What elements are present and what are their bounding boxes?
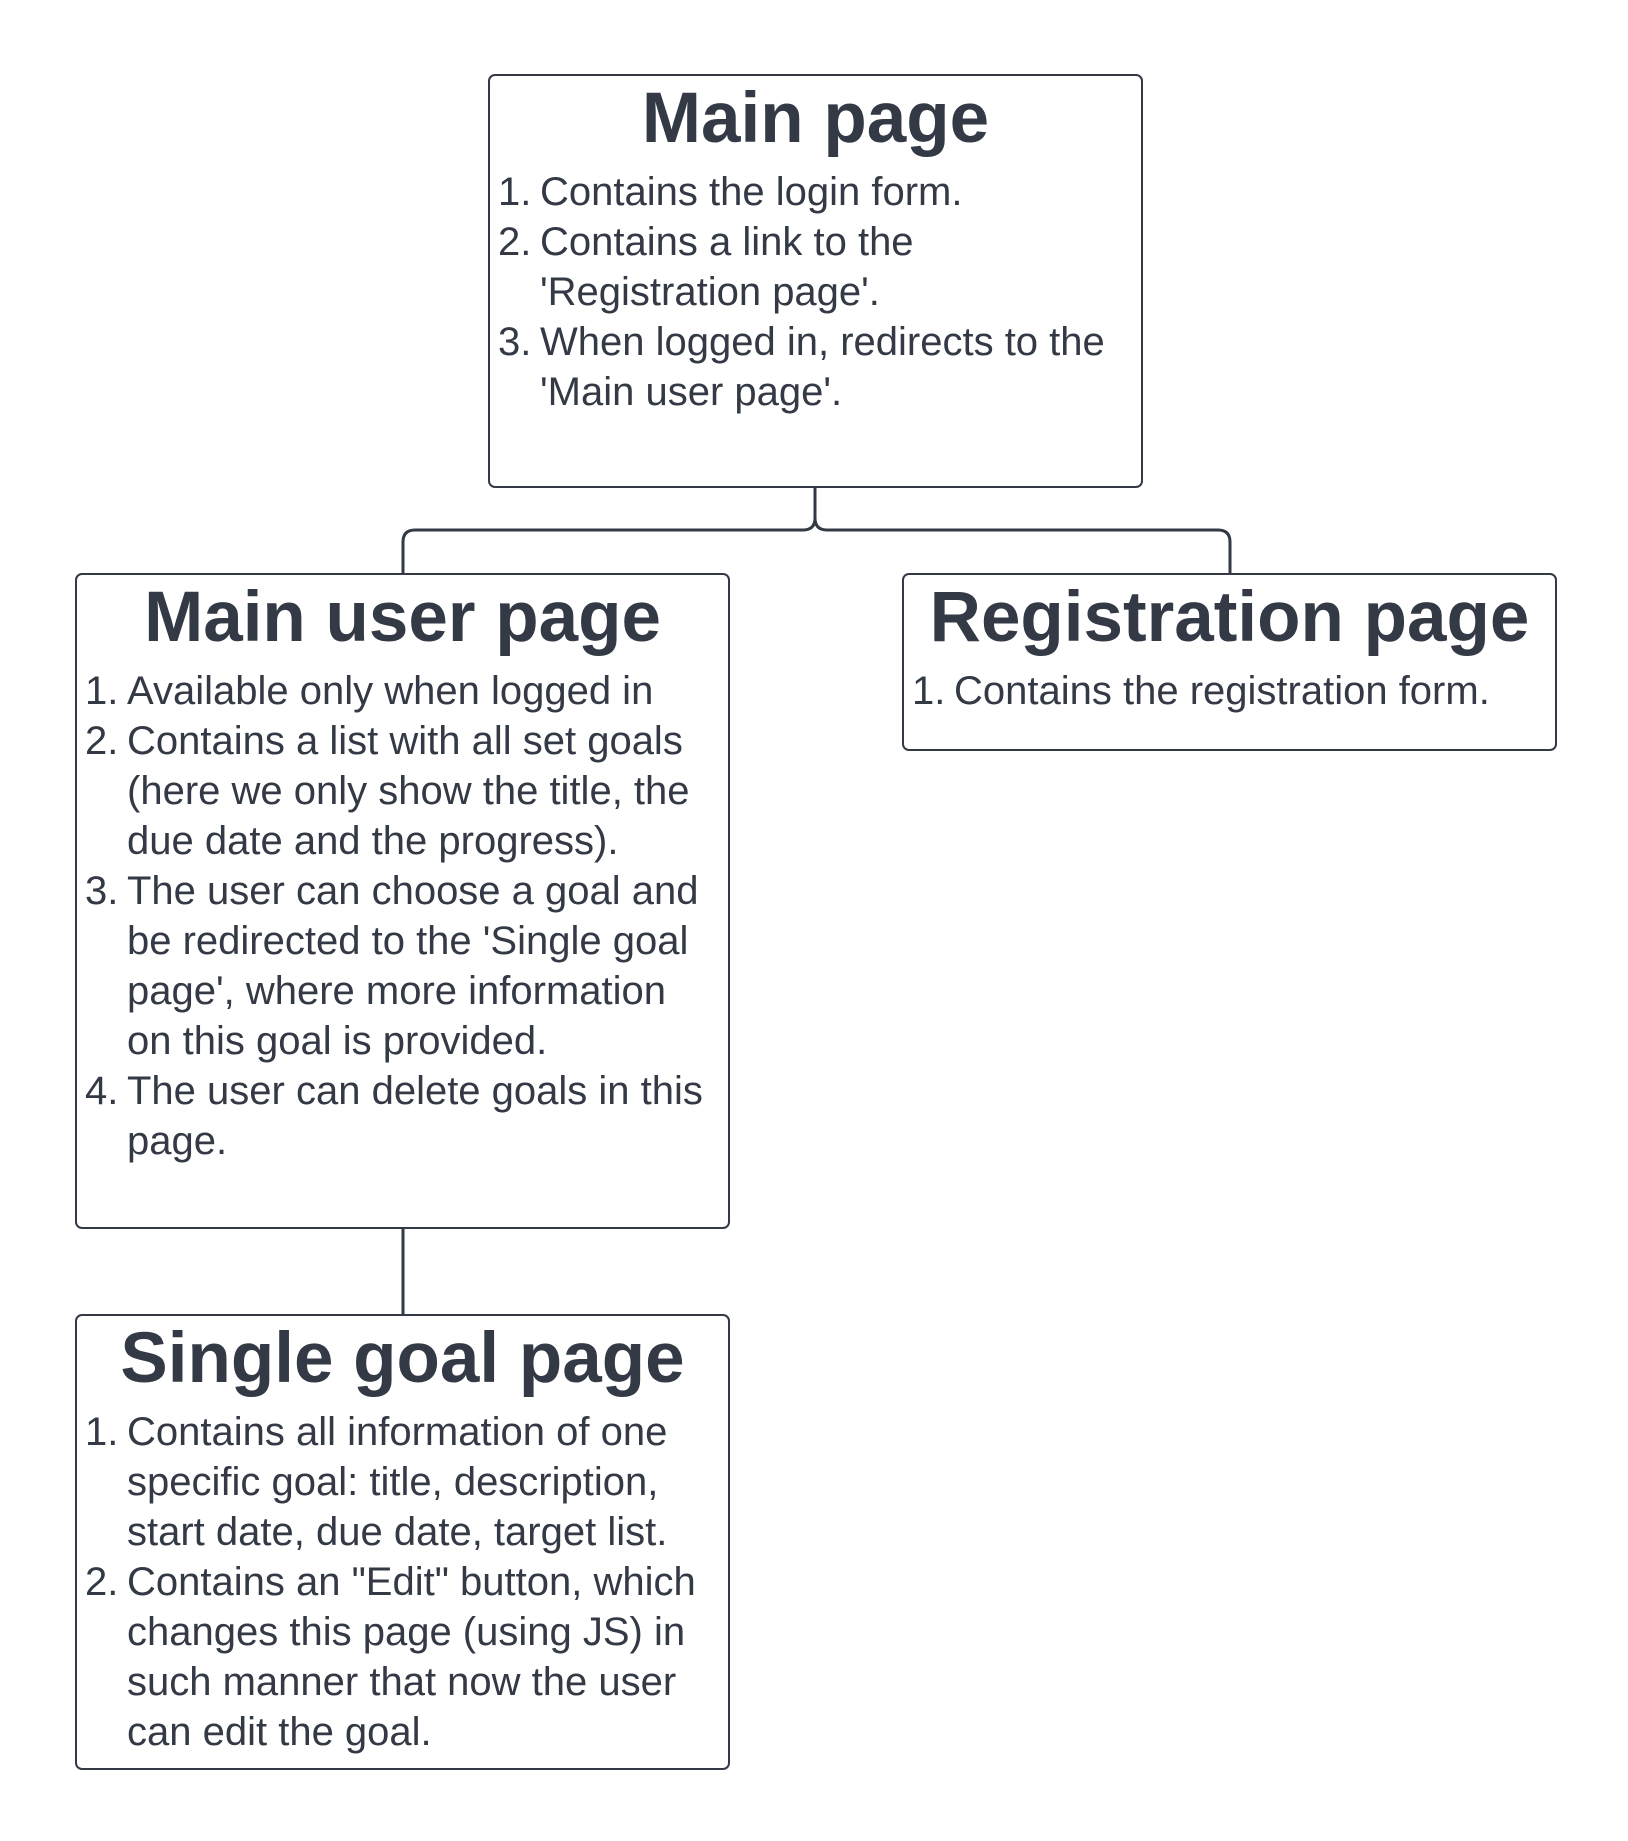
connector-main-to-user	[401, 488, 817, 573]
item-number: 3.	[498, 320, 532, 364]
item-number: 2.	[85, 719, 119, 763]
node-title: Registration page	[929, 578, 1530, 657]
list-item: 2. Contains an "Edit" button, which chan…	[85, 1557, 720, 1757]
item-text: Contains the login form.	[540, 170, 963, 214]
item-number: 2.	[85, 1560, 119, 1604]
item-number: 1.	[85, 1410, 119, 1454]
item-text: Contains the registration form.	[954, 669, 1490, 713]
node-single-goal-page: Single goal page 1. Contains all informa…	[75, 1314, 730, 1770]
list-item: 2. Contains a link to the 'Registration …	[498, 217, 1133, 317]
list-item: 3. The user can choose a goal and be red…	[85, 866, 720, 1066]
list-item: 1. Contains the registration form.	[912, 666, 1547, 716]
list-item: 1. Contains the login form.	[498, 167, 1133, 217]
item-text: When logged in, redirects to the 'Main u…	[540, 320, 1105, 414]
item-number: 1.	[912, 669, 946, 713]
node-registration-page: Registration page 1. Contains the regist…	[902, 573, 1557, 751]
item-number: 1.	[498, 170, 532, 214]
item-text: The user can choose a goal and be redire…	[127, 869, 699, 1063]
item-number: 3.	[85, 869, 119, 913]
item-text: Contains a list with all set goals (here…	[127, 719, 690, 863]
list-item: 2. Contains a list with all set goals (h…	[85, 716, 720, 866]
item-number: 4.	[85, 1069, 119, 1113]
item-number: 1.	[85, 669, 119, 713]
item-text: Contains all information of one specific…	[127, 1410, 668, 1554]
node-list: 1. Contains all information of one speci…	[85, 1407, 720, 1757]
node-list: 1. Available only when logged in 2. Cont…	[85, 666, 720, 1166]
node-main-user-page: Main user page 1. Available only when lo…	[75, 573, 730, 1229]
node-title: Main user page	[144, 578, 661, 657]
item-text: Contains an "Edit" button, which changes…	[127, 1560, 696, 1754]
list-item: 4. The user can delete goals in this pag…	[85, 1066, 720, 1166]
node-title: Single goal page	[120, 1319, 685, 1398]
item-text: Available only when logged in	[127, 669, 654, 713]
list-item: 1. Available only when logged in	[85, 666, 720, 716]
item-number: 2.	[498, 220, 532, 264]
connector-main-to-registration	[813, 488, 1232, 573]
list-item: 1. Contains all information of one speci…	[85, 1407, 720, 1557]
node-main-page: Main page 1. Contains the login form. 2.…	[488, 74, 1143, 488]
node-list: 1. Contains the login form. 2. Contains …	[498, 167, 1133, 417]
node-list: 1. Contains the registration form.	[912, 666, 1547, 716]
item-text: The user can delete goals in this page.	[127, 1069, 703, 1163]
list-item: 3. When logged in, redirects to the 'Mai…	[498, 317, 1133, 417]
node-title: Main page	[641, 79, 990, 158]
item-text: Contains a link to the 'Registration pag…	[540, 220, 914, 314]
